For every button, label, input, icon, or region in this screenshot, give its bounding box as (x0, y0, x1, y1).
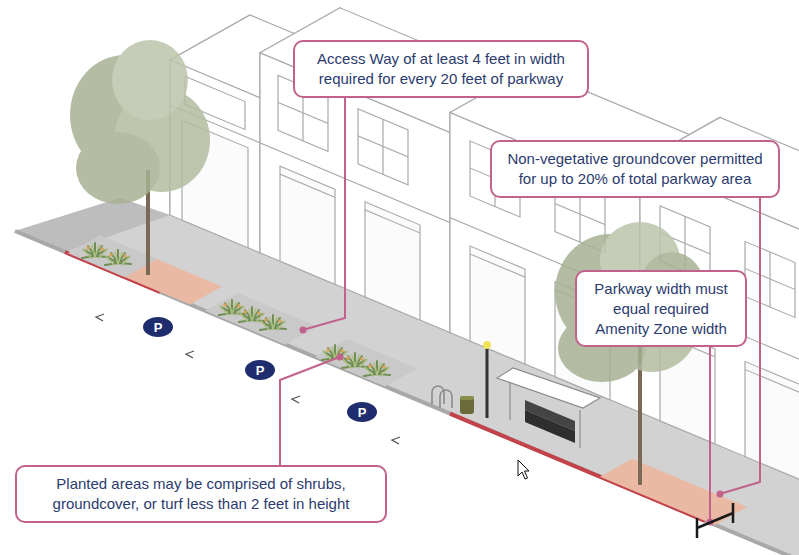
canopy-part (76, 132, 160, 204)
callout-text: Access Way of at least 4 feet in width r… (307, 49, 575, 89)
bike-rack (432, 386, 452, 408)
callout-box: Parkway width must equal required Amenit… (575, 270, 747, 347)
shrub (105, 250, 131, 265)
floor-line (170, 95, 799, 386)
window (745, 242, 795, 318)
leader-dot (300, 327, 307, 334)
callout-box: Access Way of at least 4 feet in width r… (293, 40, 589, 98)
lamp-light (483, 341, 491, 349)
leader-line (306, 70, 345, 329)
garage-door (280, 166, 335, 284)
parking-sign (143, 317, 173, 337)
lamp-post (486, 348, 489, 418)
parking-sign (245, 360, 275, 380)
trash-can-lid (460, 396, 474, 400)
shrub (82, 243, 108, 258)
window (358, 109, 408, 185)
leader-lines (280, 70, 760, 519)
parking-letter: P (358, 406, 367, 419)
canopy-part (112, 40, 188, 120)
leader-dot (337, 354, 344, 361)
leader-line (709, 320, 711, 519)
callout-text: Non-vegetative groundcover permitted for… (504, 149, 766, 189)
garage-door (745, 362, 799, 480)
callout-text: Parkway width must equal required Amenit… (589, 279, 733, 338)
parking-mark (96, 314, 400, 444)
parking-letter: P (154, 321, 163, 334)
callout-box: Non-vegetative groundcover permitted for… (490, 140, 780, 198)
bench (525, 410, 575, 443)
planter (68, 235, 157, 277)
shrub (219, 300, 245, 315)
dimension-bracket (697, 503, 733, 538)
building-facades (170, 0, 799, 496)
shrub (239, 307, 265, 322)
trash-can (460, 396, 474, 414)
planter (205, 293, 317, 345)
tree-canopy (70, 40, 210, 204)
callout-box: Planted areas may be comprised of shrubs… (15, 465, 387, 523)
shelter-post (509, 382, 511, 420)
mouse-cursor (518, 460, 529, 479)
sidewalk (15, 198, 799, 555)
garage-door (470, 246, 525, 364)
shrub (364, 361, 390, 376)
garage-door (365, 202, 420, 320)
shelter-post (579, 410, 581, 448)
callout-text: Planted areas may be comprised of shrubs… (29, 474, 373, 514)
planter (315, 339, 417, 386)
shrub (260, 315, 286, 330)
parking-sign (347, 402, 377, 422)
shrub (342, 353, 368, 368)
leader-dot (717, 491, 724, 498)
parking-letter: P (256, 364, 265, 377)
